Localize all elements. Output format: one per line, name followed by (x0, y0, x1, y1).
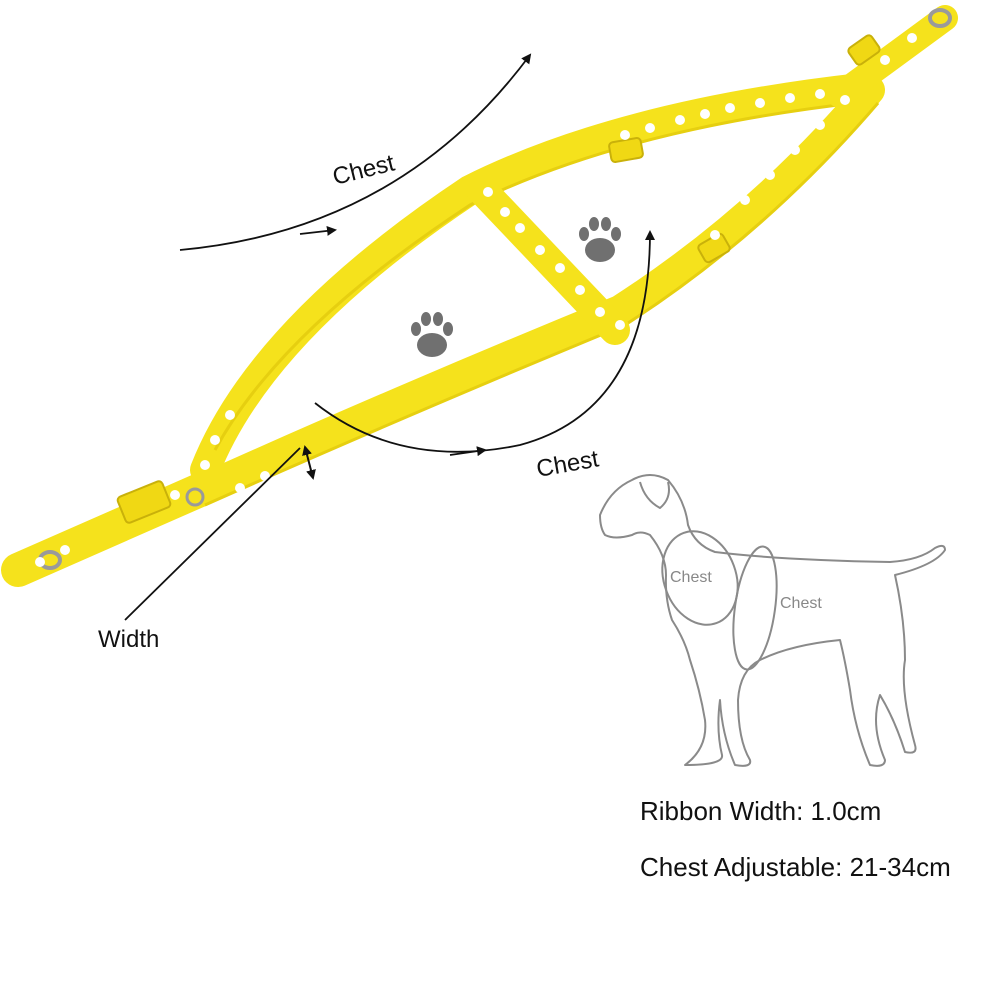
dog-body-chest-label: Chest (780, 595, 822, 612)
slider (697, 232, 731, 264)
dog-outline (599, 474, 946, 767)
chest-arrow-bottom (314, 230, 655, 453)
paw-icon (579, 217, 621, 262)
chest-arrow-top (179, 53, 532, 251)
paw-icon (411, 312, 453, 357)
neck-loop (661, 530, 739, 626)
collar-strap (1, 473, 217, 587)
ribbon-paw-prints (35, 33, 917, 567)
chest-arrow-bottom-mid (449, 446, 487, 457)
dog-neck-chest-label: Chest (670, 569, 712, 586)
width-double-arrow (302, 445, 316, 480)
body-loop (732, 545, 778, 671)
d-ring (928, 8, 952, 28)
width-label: Width (98, 626, 159, 653)
slider (608, 137, 644, 163)
neck-strap (827, 5, 958, 108)
buckle (116, 480, 172, 524)
o-ring (185, 487, 205, 507)
slider (847, 34, 881, 66)
harness (1, 5, 958, 587)
chest-arrow-top-mid (299, 225, 337, 236)
ribbon-width-spec: Ribbon Width: 1.0cm (640, 796, 882, 826)
width-leader-line (124, 447, 301, 621)
top-strap (190, 73, 875, 485)
chest-label-bottom: Chest (534, 445, 601, 483)
chest-adjustable-spec: Chest Adjustable: 21-34cm (640, 852, 951, 882)
